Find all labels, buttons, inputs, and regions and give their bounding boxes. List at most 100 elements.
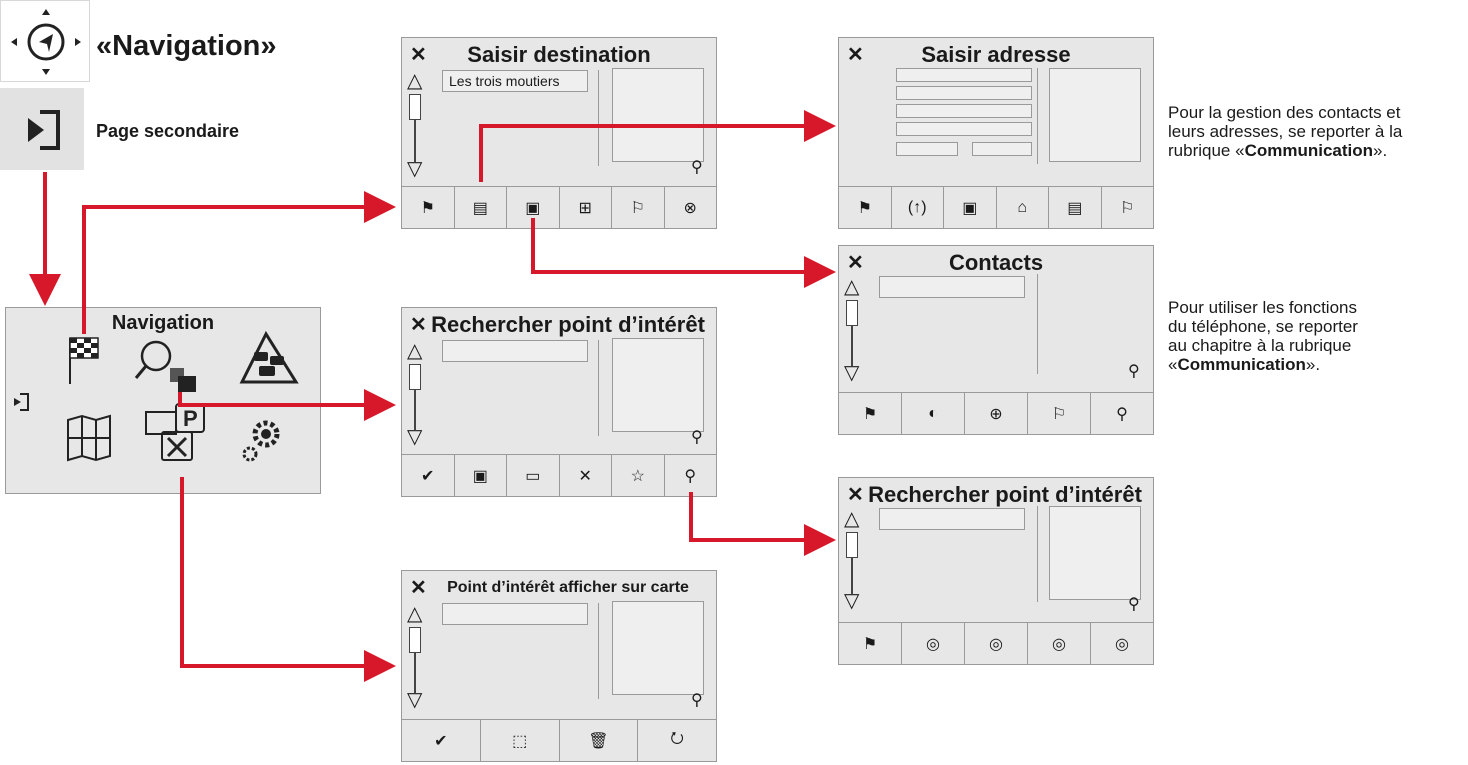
contact-search-field[interactable] [879,276,1025,298]
search-abc-icon[interactable]: ⚲ [684,467,697,485]
scroll-down-icon[interactable]: ▽ [844,362,860,384]
close-icon[interactable]: ✕ [410,314,427,336]
trash-icon[interactable]: 🗑 [560,720,639,761]
gps-center-icon[interactable]: ⊗ [683,199,697,217]
note-bold: Communication [1244,141,1374,160]
poi-map-field[interactable] [442,603,588,625]
check-icon[interactable]: ✔ [402,455,455,496]
scroll-up-icon[interactable]: △ [844,508,860,530]
map-preview [1049,506,1141,600]
scroll-down-icon[interactable]: ▽ [407,426,423,448]
checkered-flag-icon[interactable]: ⚑ [839,187,892,228]
card-circle-icon[interactable]: ◎ [1115,635,1129,653]
flag-icon[interactable]: ⚐ [612,187,665,228]
back-icon[interactable] [14,393,29,411]
note-line: leurs adresses, se reporter à la [1168,122,1403,141]
add-flag-icon[interactable]: ⚐ [1120,199,1135,217]
parking-restaurant-icon[interactable]: P [145,403,205,461]
navigate-circle-icon[interactable]: ◎ [902,623,965,664]
toolbar: ✔ ⬚ 🗑 ⭮ [402,719,716,761]
saisir-destination-screen: ✕ Saisir destination △ ▽ Les trois mouti… [401,37,717,229]
toolbar: ⚑ ◎ ◎ ◎ ◎ [839,622,1153,664]
zoom-icon[interactable]: ⚲ [691,159,703,176]
usb-icon[interactable]: ⭮ [670,730,684,747]
address-field-street[interactable] [896,104,1032,118]
poi-search-field[interactable] [879,508,1025,530]
destination-field[interactable]: Les trois moutiers [442,70,588,92]
toolbar: ✔ ▣ ▭ ✕ ☆ ⚲ [402,454,716,496]
map-preview [612,338,704,432]
scrollbar-thumb[interactable] [409,94,421,120]
close-icon[interactable]: ✕ [410,577,427,599]
navigation-main-screen: Navigation [5,307,321,494]
restaurant-icon[interactable]: ✕ [560,455,612,496]
poi-icon[interactable]: ▣ [944,187,997,228]
scrollbar-thumb[interactable] [409,364,421,390]
checkered-flag-icon[interactable]: ⚑ [839,623,902,664]
close-icon[interactable]: ✕ [847,252,864,274]
secondary-page-icon[interactable] [0,88,84,170]
poi-search-field[interactable] [442,340,588,362]
zoom-icon[interactable]: ⚲ [1128,596,1140,613]
close-icon[interactable]: ✕ [847,44,864,66]
traffic-icon[interactable] [239,330,299,384]
scrollbar-thumb[interactable] [846,532,858,558]
checkered-flag-icon[interactable] [69,337,99,384]
scroll-down-icon[interactable]: ▽ [844,590,860,612]
map-preview [612,68,704,162]
scrollbar-track [851,558,853,594]
checkered-flag-icon[interactable]: ⚑ [402,187,455,228]
arrow-to-rechercher-poi-2 [689,492,836,556]
page-title: «Navigation» [96,30,277,62]
divider [1037,274,1038,374]
address-field-number[interactable] [896,122,1032,136]
contact-add-icon[interactable]: ⊕ [965,393,1028,434]
scroll-up-icon[interactable]: △ [844,276,860,298]
check-icon[interactable]: ✔ [402,720,481,761]
scroll-up-icon[interactable]: △ [407,603,423,625]
settings-gears-icon[interactable] [242,420,280,462]
navigation-joystick-icon[interactable] [0,0,90,82]
scroll-down-icon[interactable]: ▽ [407,158,423,180]
contact-navigate-icon[interactable]: ◐ [902,393,965,434]
divider [598,340,599,436]
map-icon[interactable] [67,414,111,462]
address-field-b[interactable] [972,142,1032,156]
screen-title: Rechercher point d’intérêt [868,482,1142,507]
page-subtitle: Page secondaire [96,121,240,141]
add-flag-icon[interactable]: ⚐ [1028,393,1091,434]
star-icon[interactable]: ☆ [612,455,665,496]
zoom-icon[interactable]: ⚲ [1128,363,1140,380]
note-bold: Communication [1177,355,1306,374]
scroll-up-icon[interactable]: △ [407,340,423,362]
note-line: rubrique «Communication». [1168,141,1468,160]
search-abc-icon[interactable]: ⚲ [1116,405,1128,423]
save-icon[interactable]: ▤ [1049,187,1102,228]
address-field-country[interactable] [896,68,1032,82]
car-circle-icon[interactable]: ◎ [965,623,1028,664]
contacts-book-icon[interactable]: ▣ [507,187,560,228]
close-icon[interactable]: ✕ [410,44,427,66]
scrollbar-thumb[interactable] [846,300,858,326]
address-field-a[interactable] [896,142,958,156]
scroll-down-icon[interactable]: ▽ [407,689,423,711]
flag-circle-icon[interactable]: ◎ [1028,623,1091,664]
poi-search-icon[interactable] [134,340,196,392]
select-area-icon[interactable]: ⬚ [481,720,560,761]
scroll-up-icon[interactable]: △ [407,70,423,92]
poi-icon[interactable]: ▣ [455,455,507,496]
toolbar: ⚑ (↑) ▣ ⌂ ▤ ⚐ [839,186,1153,228]
map-preview [1049,68,1141,162]
car-icon[interactable]: ▭ [507,455,560,496]
voice-icon[interactable]: (↑) [892,187,944,228]
zoom-icon[interactable]: ⚲ [691,692,703,709]
close-icon[interactable]: ✕ [847,484,864,506]
scrollbar-thumb[interactable] [409,627,421,653]
map-touch-icon[interactable]: ⊞ [560,187,612,228]
home-icon[interactable]: ⌂ [997,187,1049,228]
zoom-icon[interactable]: ⚲ [691,429,703,446]
scrollbar-track [414,120,416,162]
address-card-icon[interactable]: ▤ [455,187,507,228]
checkered-flag-icon[interactable]: ⚑ [839,393,902,434]
address-field-city[interactable] [896,86,1032,100]
